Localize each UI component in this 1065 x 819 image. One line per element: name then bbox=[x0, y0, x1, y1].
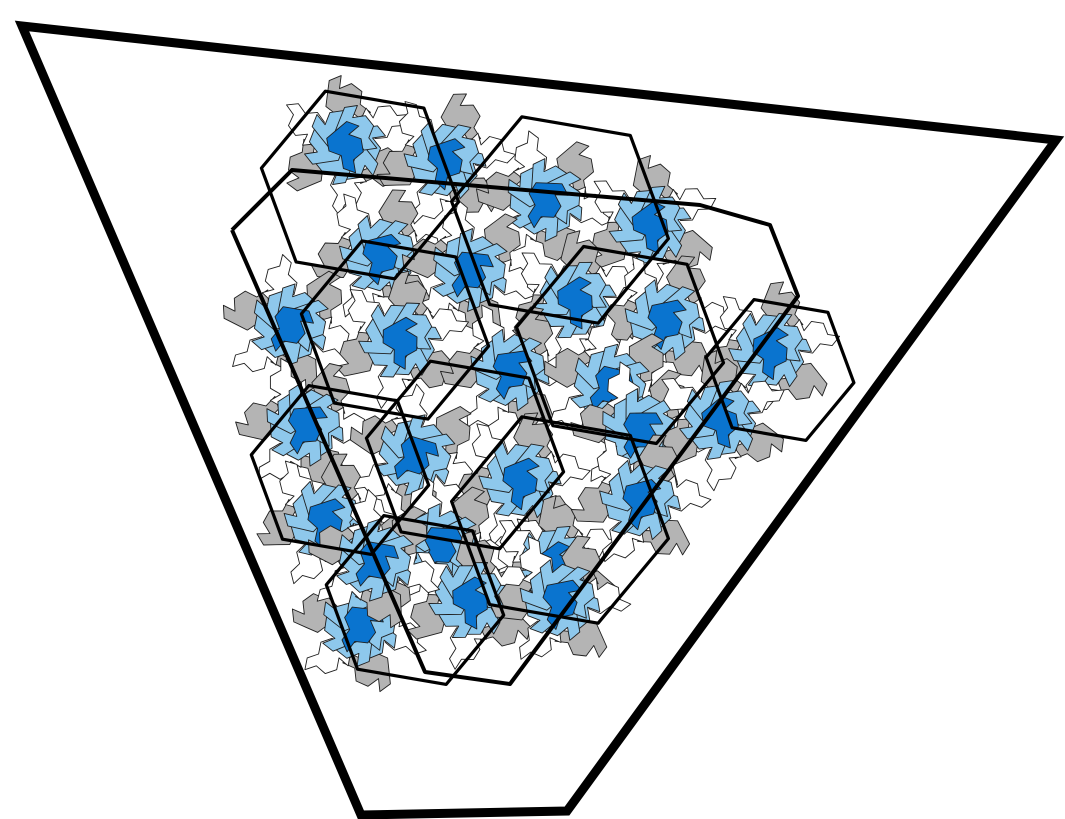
tiling-figure bbox=[0, 0, 1065, 819]
tiling-diagram-svg bbox=[0, 0, 1065, 819]
